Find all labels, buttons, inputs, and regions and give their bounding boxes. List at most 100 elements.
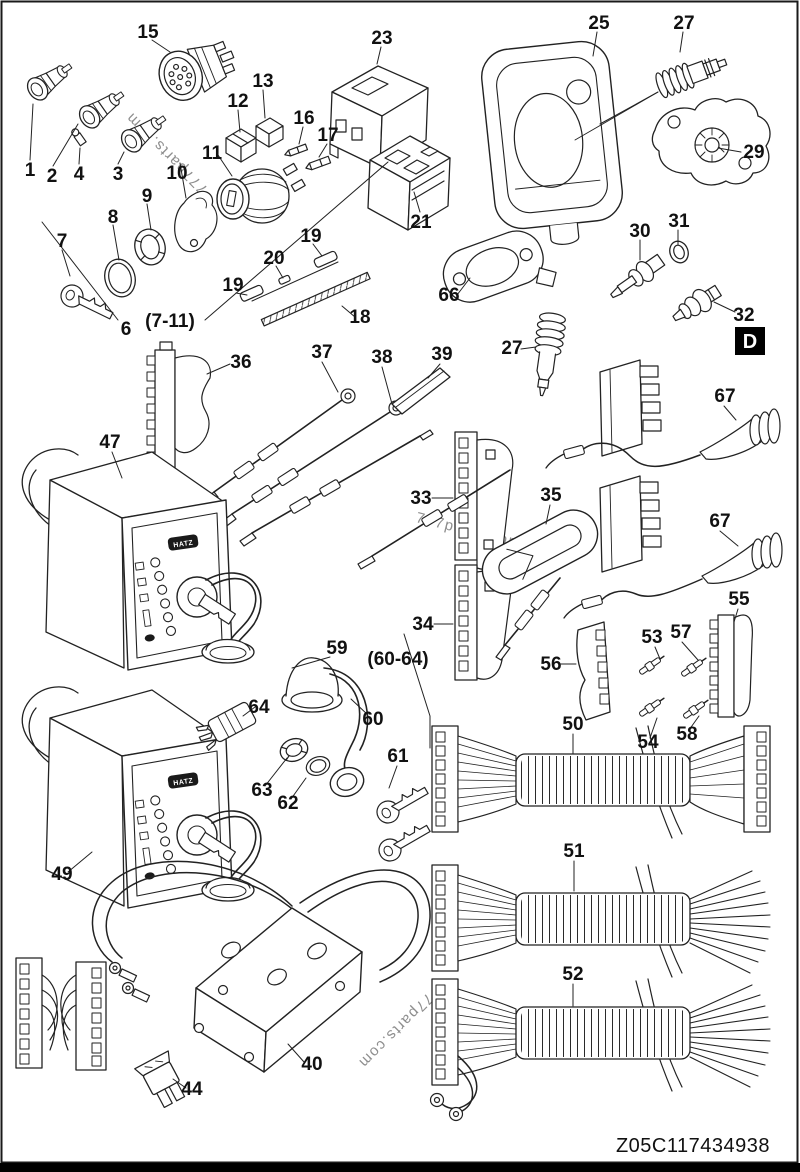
- callout-67b: 67: [709, 511, 730, 532]
- callout-39: 39: [431, 344, 452, 365]
- callout-12: 12: [227, 91, 248, 112]
- callout-21: 21: [410, 212, 432, 233]
- callout-29: 29: [743, 142, 764, 163]
- part-13-connector: [255, 117, 284, 148]
- callout-17: 17: [317, 125, 338, 146]
- callout-47: 47: [99, 432, 120, 453]
- callout-16: 16: [293, 108, 314, 129]
- callout-40: 40: [301, 1054, 322, 1075]
- part-56-plate: [576, 621, 611, 721]
- callout-11: 11: [202, 143, 223, 164]
- part-9-ring-nut: [134, 228, 166, 266]
- callout-61: 61: [387, 746, 409, 767]
- part-connector-block-upper: [599, 359, 662, 457]
- part-50-harness: [432, 725, 771, 838]
- svg-text:D: D: [743, 331, 757, 353]
- callout-52: 52: [562, 964, 583, 985]
- part-12-connector: [225, 128, 257, 163]
- callout-60: 60: [362, 709, 383, 730]
- callout-55: 55: [728, 589, 750, 610]
- part-66-flange: [442, 230, 557, 303]
- part-16-terminal: [284, 143, 309, 157]
- callout-38: 38: [371, 347, 392, 368]
- callout-8: 8: [108, 207, 119, 228]
- part-60-cord: [329, 673, 361, 773]
- part-55-comb-strip: [709, 614, 753, 718]
- callout-13: 13: [252, 71, 273, 92]
- part-32-sensor: [672, 284, 722, 322]
- part-52-harness: [429, 979, 771, 1122]
- callout-67a: 67: [714, 386, 735, 407]
- part-30-sensor: [610, 253, 666, 299]
- callout-66: 66: [438, 285, 459, 306]
- part-64-switch-body: [195, 701, 257, 751]
- callout-50: 50: [562, 714, 583, 735]
- callout-1: 1: [25, 160, 36, 181]
- callout-59: 59: [326, 638, 347, 659]
- callout-53: 53: [641, 627, 662, 648]
- callout-4: 4: [74, 164, 85, 185]
- part-63-nut: [279, 737, 309, 763]
- part-36-terminal-strip: [146, 341, 212, 469]
- callout-56: 56: [540, 654, 561, 675]
- callout-15: 15: [137, 22, 159, 43]
- callout-group-60-64: (60-64): [367, 649, 428, 670]
- part-connector-block-lower: [599, 475, 662, 573]
- part-39-bar: [391, 367, 451, 415]
- part-20-sleeve: [278, 274, 291, 285]
- section-marker-d: D: [735, 327, 765, 355]
- part-67-connector-lower: [563, 532, 783, 619]
- callout-25: 25: [588, 13, 610, 34]
- part-8-ring: [104, 258, 136, 298]
- callout-labels: 1 2 4 3 15 10 11 12 13 16 17 23 21 25 27…: [25, 13, 765, 1100]
- callout-31: 31: [668, 211, 690, 232]
- part-11-ignition-switch: [216, 162, 306, 224]
- leader-lines: [29, 31, 742, 1089]
- callout-57: 57: [670, 622, 691, 643]
- part-10-cover-lever: [174, 190, 218, 253]
- callout-3: 3: [113, 164, 124, 185]
- part-35-strap: [481, 509, 599, 595]
- part-connector-pair: [15, 957, 107, 1071]
- callout-44: 44: [181, 1079, 203, 1100]
- callout-36: 36: [230, 352, 251, 373]
- part-60-ring: [329, 766, 365, 798]
- callout-6: 6: [121, 319, 132, 340]
- callout-20: 20: [263, 248, 284, 269]
- part-cable-third: [239, 429, 434, 547]
- part-59-cap: [281, 657, 369, 773]
- callout-54: 54: [637, 732, 659, 753]
- callout-27a: 27: [673, 13, 694, 34]
- callout-19a: 19: [222, 275, 243, 296]
- part-27-glow-plug-vertical: [534, 312, 566, 397]
- callout-19b: 19: [300, 226, 321, 247]
- callout-34: 34: [412, 614, 434, 635]
- callout-51: 51: [563, 841, 585, 862]
- callout-10: 10: [166, 163, 187, 184]
- part-21-relay: [367, 135, 451, 231]
- drawing-code: Z05C117434938: [616, 1135, 770, 1157]
- callout-9: 9: [142, 186, 153, 207]
- callout-18: 18: [349, 307, 370, 328]
- part-27-glow-plug-top: [655, 58, 728, 99]
- part-67-connector-upper: [545, 408, 781, 469]
- callout-58: 58: [676, 724, 697, 745]
- part-29-bracket: [651, 98, 771, 186]
- part-19-sleeve-left: [239, 284, 264, 302]
- part-15-multi-pin-switch: [158, 40, 236, 101]
- callout-33: 33: [410, 488, 431, 509]
- callout-32: 32: [733, 305, 754, 326]
- callout-7: 7: [57, 231, 68, 252]
- callout-37: 37: [311, 342, 332, 363]
- part-25-rubber-cover: [481, 40, 623, 245]
- callout-62: 62: [277, 793, 298, 814]
- callout-35: 35: [540, 485, 562, 506]
- callout-group-7-11: (7-11): [145, 311, 195, 332]
- callout-27b: 27: [501, 338, 522, 359]
- callout-30: 30: [629, 221, 650, 242]
- callout-2: 2: [47, 166, 58, 187]
- callout-49: 49: [51, 864, 72, 885]
- part-19-sleeve-right: [313, 250, 338, 268]
